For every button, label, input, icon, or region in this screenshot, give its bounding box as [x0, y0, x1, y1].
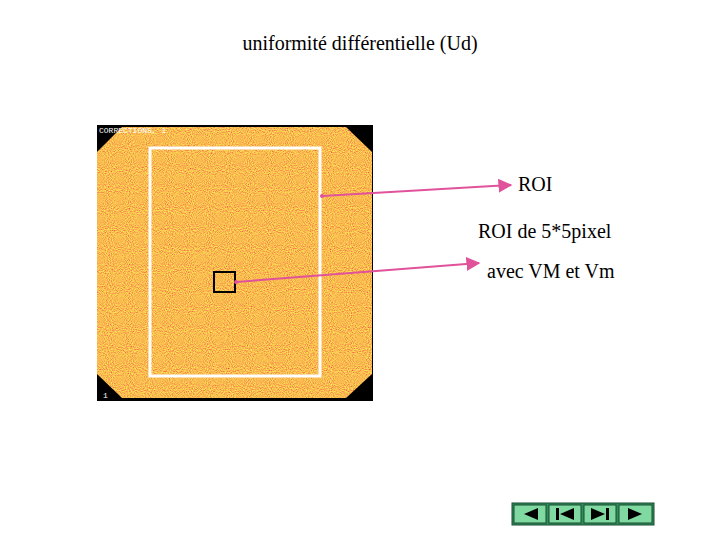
scan-caption: CORRECTIONS, 1: [99, 127, 166, 135]
leader-arrow: [236, 263, 479, 282]
slide-title: uniformité différentielle (Ud): [242, 32, 477, 55]
roi-label: ROI: [518, 173, 552, 196]
scan-background: [97, 125, 373, 401]
leader-dot: [234, 280, 238, 284]
scan-number: 1: [103, 392, 108, 400]
value-label: avec VM et Vm: [487, 260, 615, 283]
small-roi-square: [214, 272, 235, 292]
roi-rectangle: [150, 148, 320, 376]
leader-dot: [320, 194, 324, 198]
uniformity-image: [97, 125, 373, 401]
nav-buttons: [512, 503, 654, 525]
roi-size-label: ROI de 5*5pixel: [478, 220, 611, 243]
leader-arrow: [322, 185, 511, 196]
